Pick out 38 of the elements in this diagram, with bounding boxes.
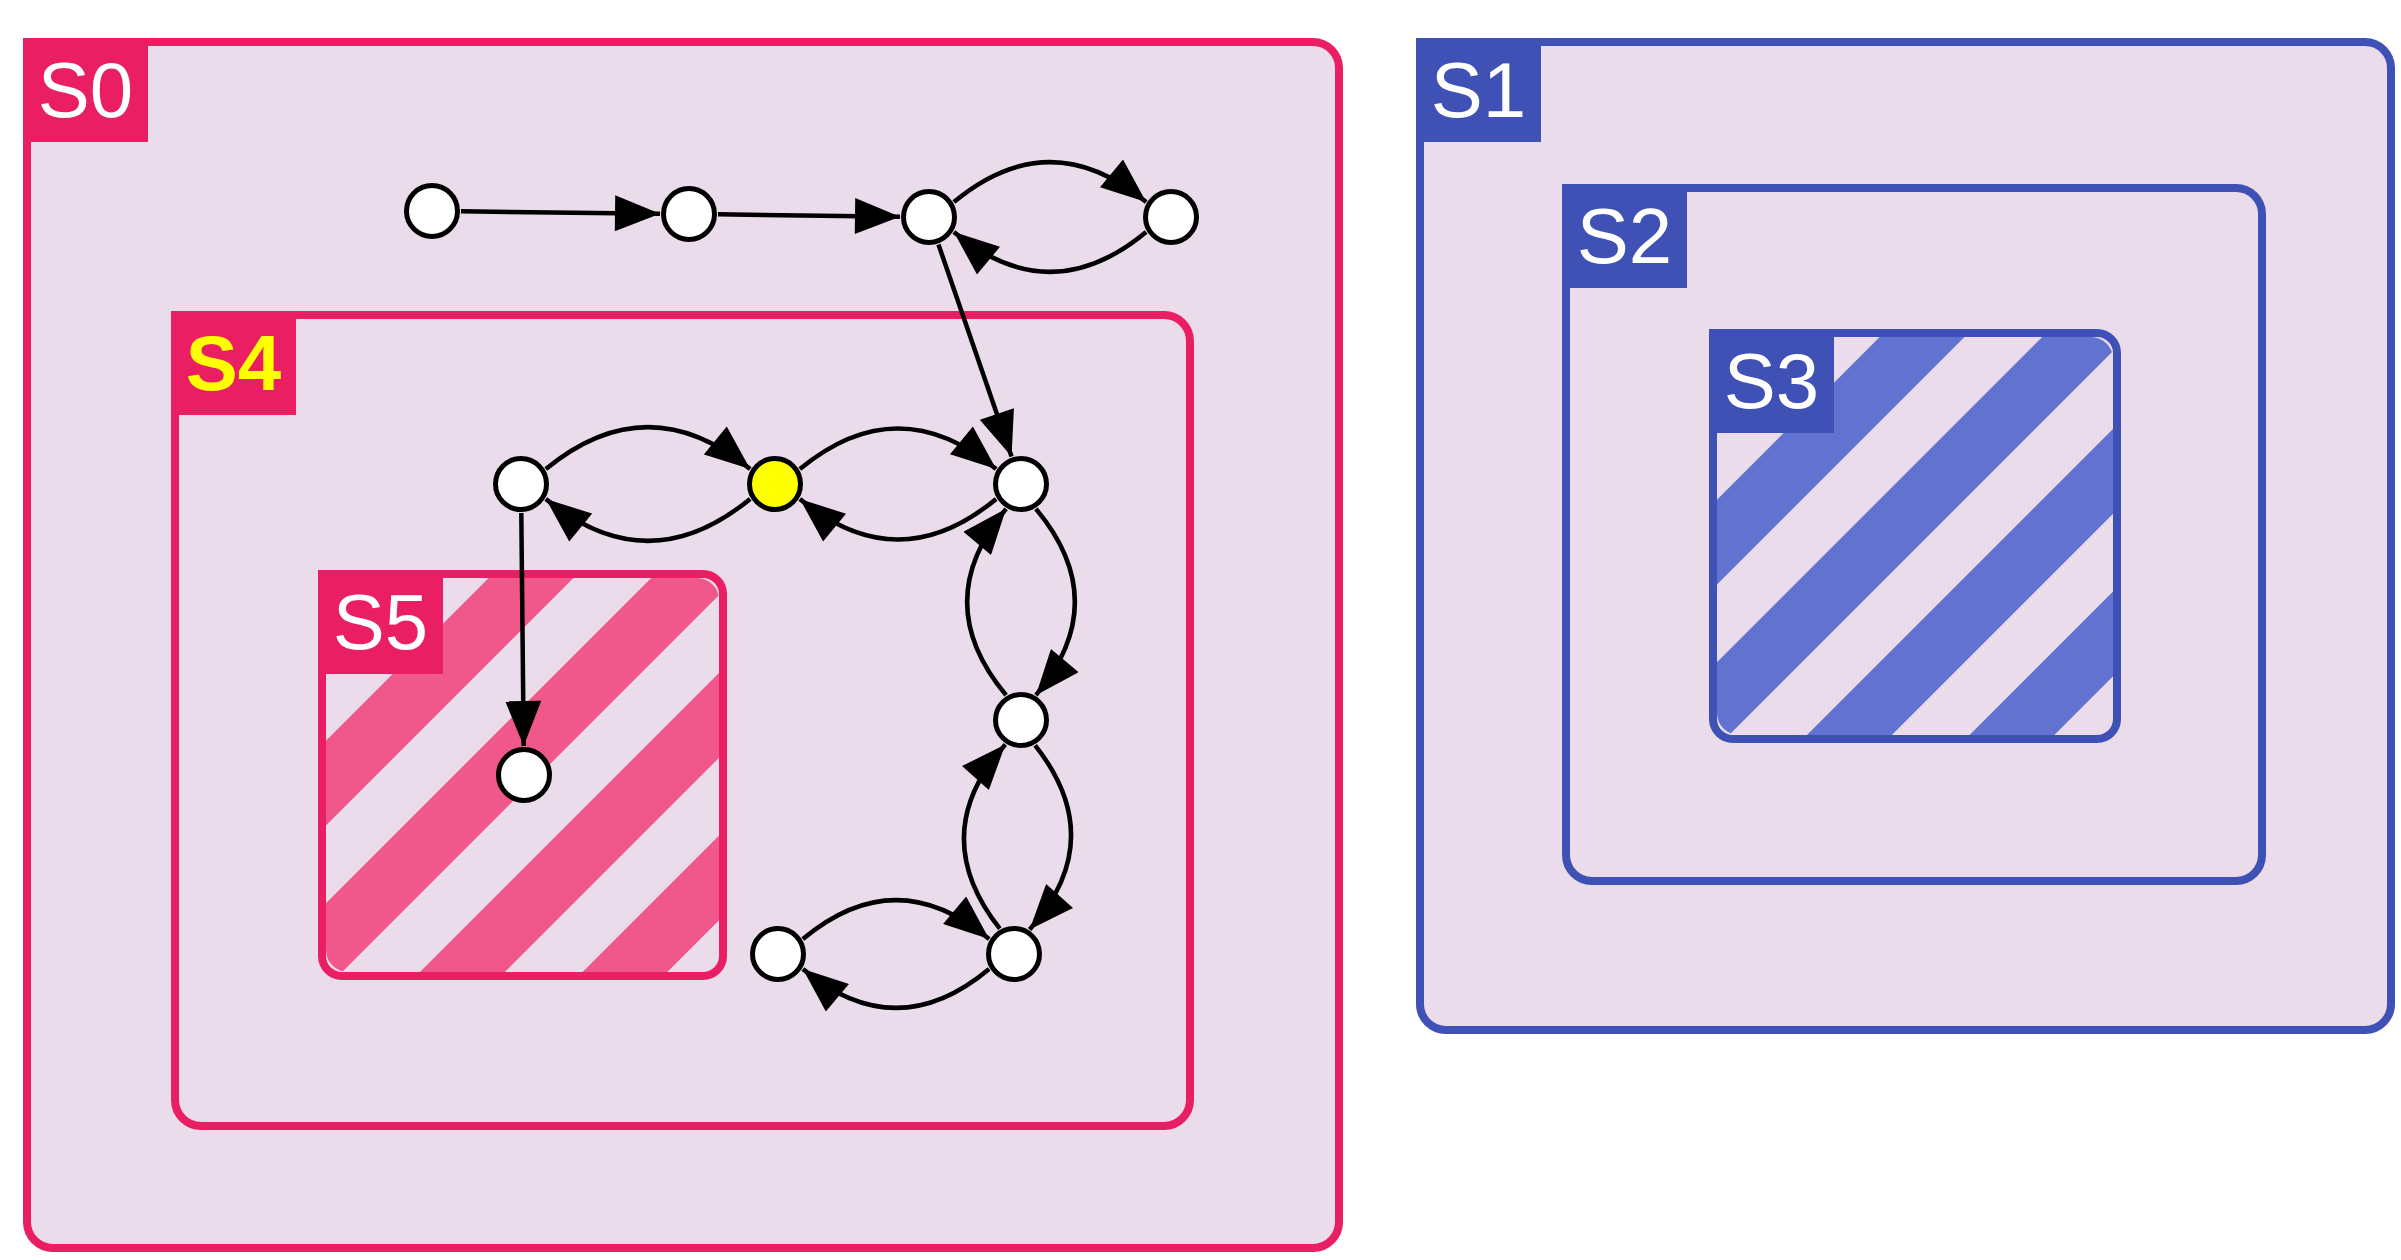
graph-node: [993, 692, 1049, 748]
arrow: [798, 497, 998, 542]
state-box: [23, 38, 1343, 1252]
state-label: S5: [318, 570, 443, 674]
state-label: S0: [23, 38, 148, 142]
arrow: [544, 497, 752, 544]
arrow: [961, 743, 1008, 930]
arrow: [1027, 744, 1074, 931]
arrow: [801, 967, 991, 1011]
arrow: [936, 243, 1014, 458]
state-label: S2: [1562, 184, 1687, 288]
arrow: [952, 160, 1148, 204]
state-box: [1562, 184, 2266, 885]
arrow: [1034, 507, 1078, 697]
state-label: S3: [1709, 329, 1834, 433]
graph-node: [747, 456, 803, 512]
arrow: [964, 507, 1008, 697]
graph-node: [1143, 189, 1199, 245]
graph-node: [750, 926, 806, 982]
state-label: S1: [1416, 38, 1541, 142]
graph-node: [493, 456, 549, 512]
hatched-state-box: [318, 570, 727, 980]
state-box: [1416, 38, 2395, 1034]
graph-node: [404, 183, 460, 239]
state-label: S4: [171, 311, 296, 415]
arrow: [460, 195, 661, 232]
arrow: [717, 198, 901, 235]
arrow: [505, 512, 542, 747]
graph-node: [986, 926, 1042, 982]
graph-node: [901, 189, 957, 245]
graph-node: [661, 186, 717, 242]
state-box: [171, 311, 1194, 1130]
arrow: [952, 230, 1148, 274]
arrow: [544, 424, 752, 471]
arrow: [798, 426, 998, 471]
graph-node: [993, 456, 1049, 512]
arrow: [801, 897, 991, 941]
hatched-state-box: [1709, 329, 2121, 743]
